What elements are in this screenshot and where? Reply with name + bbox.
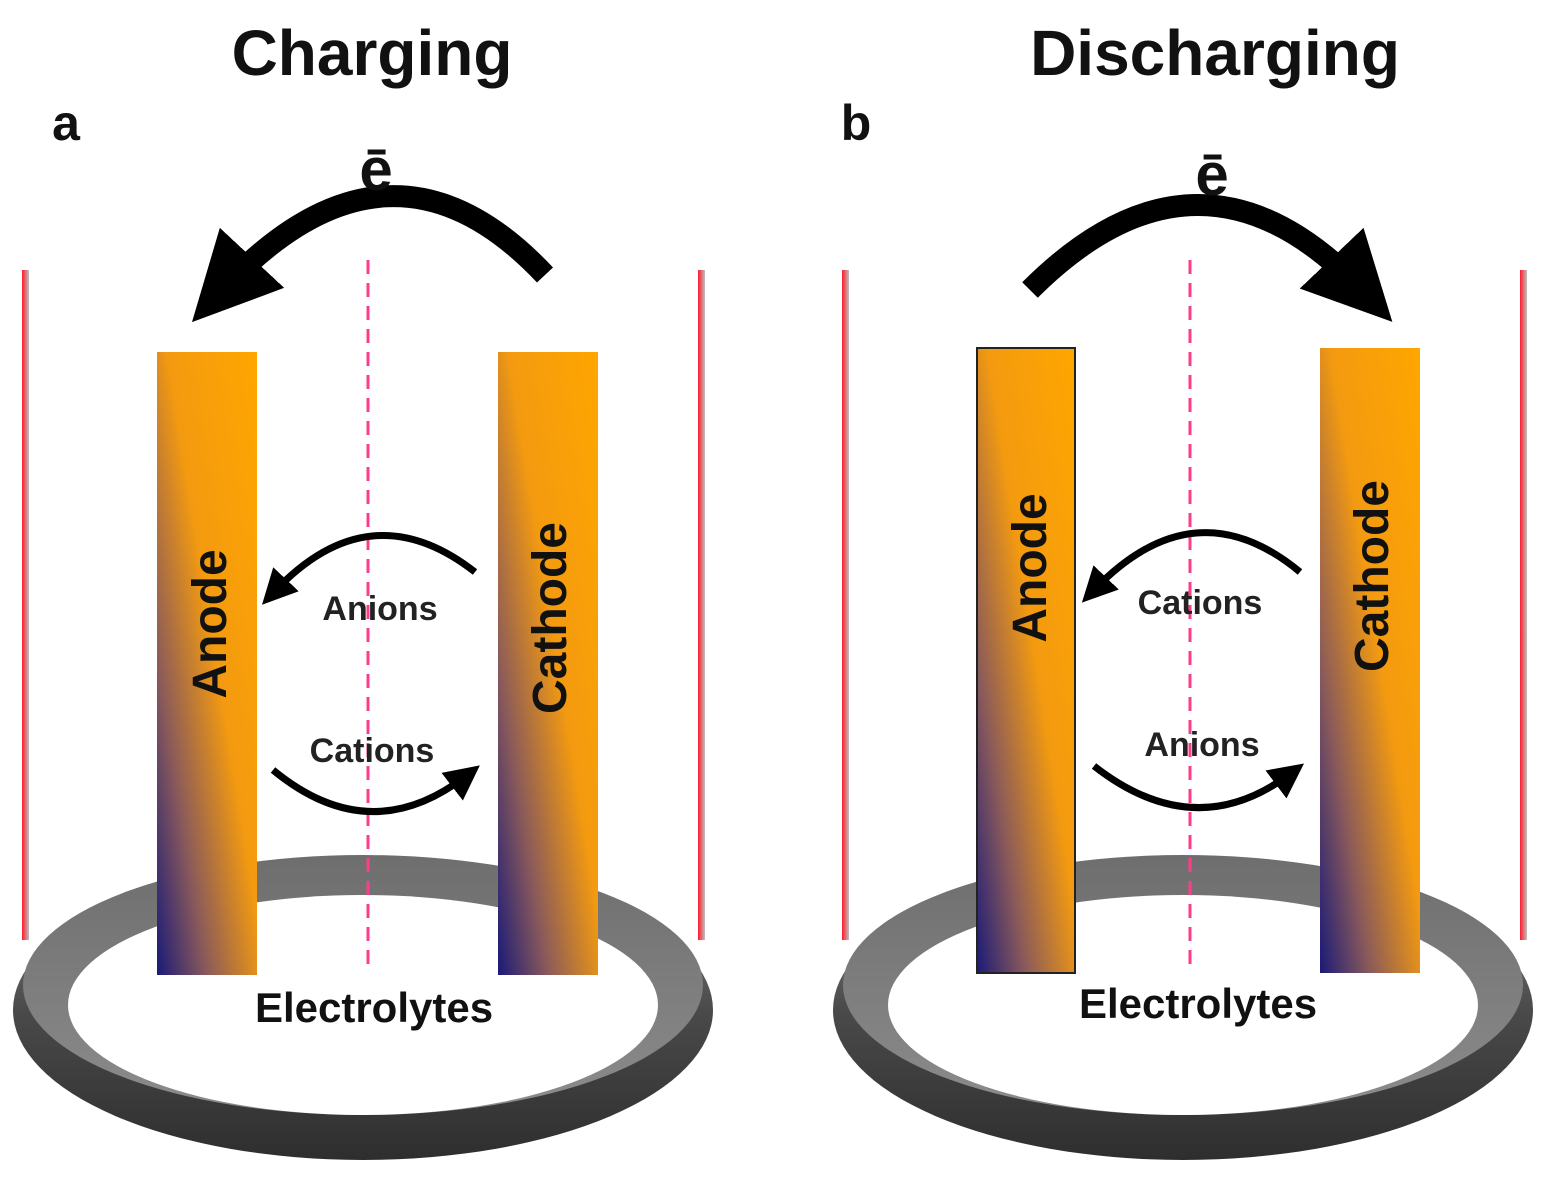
electrolyte-label: Electrolytes [1079,980,1317,1027]
panel-title: Charging [232,17,513,89]
cathode-label: Cathode [1346,480,1399,672]
upper-ion-label: Anions [322,590,437,628]
cathode-label: Cathode [524,522,577,714]
panel-discharging: Discharging b Anode Cathode ē Cations An… [833,17,1533,1160]
electron-symbol: ē [359,136,392,203]
upper-ion-arrow [1081,529,1303,603]
container-wall-left [22,270,29,940]
lower-ion-label: Cations [310,732,435,770]
anode-label: Anode [184,549,237,698]
electron-flow-arrow [191,185,554,323]
panel-title: Discharging [1030,17,1400,89]
upper-ion-label: Cations [1138,584,1263,622]
panel-letter: b [841,95,872,151]
cathode-electrode [498,352,598,975]
panel-letter: a [52,95,81,151]
panel-charging: Charging a Anode Cathode ē Anions Cation… [13,17,713,1160]
anode-label: Anode [1004,493,1057,642]
container-wall-right [1520,270,1527,940]
container-wall-right [698,270,705,940]
lower-ion-arrow [1091,763,1305,811]
upper-ion-arrow [262,531,478,605]
electrolyte-label: Electrolytes [255,984,493,1031]
cathode-electrode [1320,348,1420,973]
lower-ion-arrow [270,765,480,815]
container-wall-left [842,270,849,940]
lower-ion-label: Anions [1144,726,1259,764]
anode-electrode [976,347,1076,974]
electron-symbol: ē [1195,141,1228,208]
electron-flow-arrow [1022,194,1393,322]
anode-electrode [157,352,257,975]
